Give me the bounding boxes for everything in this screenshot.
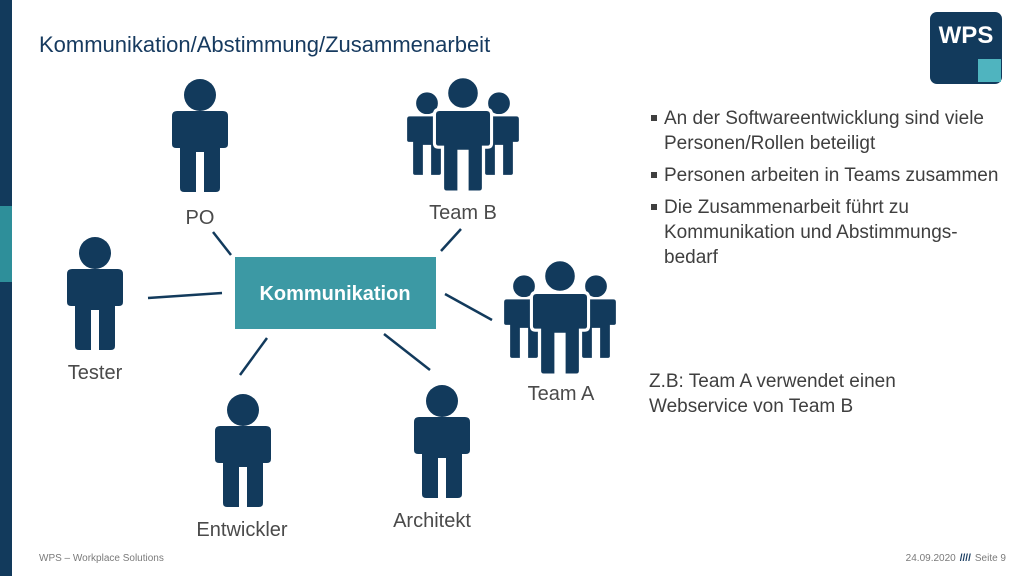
slide-title: Kommunikation/Abstimmung/Zusammenarbeit: [39, 32, 491, 57]
footer-company: WPS – Workplace Solutions: [39, 553, 164, 564]
bullet-item: Personen arbeiten in Teams zusammen: [649, 163, 1009, 188]
group-icon: [501, 258, 619, 377]
footer-page: Seite 9: [974, 553, 1006, 564]
left-accent-marker: [0, 206, 12, 282]
label-team-b: Team B: [429, 202, 497, 224]
person-icon: [215, 394, 271, 507]
bullet-item: An der Softwareentwicklung sind viele Pe…: [649, 106, 1009, 156]
person-icon: [414, 385, 470, 498]
bullet-list: An der Softwareentwicklung sind viele Pe…: [649, 106, 1009, 277]
logo-text: WPS: [939, 22, 994, 49]
person-icon: [172, 79, 228, 192]
label-entwickler: Entwickler: [196, 519, 287, 541]
label-architekt: Architekt: [393, 510, 471, 532]
label-team-a: Team A: [528, 383, 595, 405]
footer-separator: ////: [959, 553, 971, 564]
line-po: [212, 231, 232, 256]
connector-lines: [147, 228, 493, 376]
bullet-item: Die Zusammenarbeit führt zu Kommunikatio…: [649, 195, 1009, 270]
group-icon: [404, 75, 522, 194]
label-tester: Tester: [68, 362, 123, 384]
line-tester: [147, 291, 223, 300]
label-po: PO: [186, 207, 215, 229]
person-icon: [67, 237, 123, 350]
example-text: Z.B: Team A verwendet einen Webservice v…: [649, 371, 896, 417]
line-entwickler: [238, 337, 269, 376]
line-team-a: [444, 292, 493, 322]
line-team-b: [440, 228, 462, 252]
wps-logo: WPS: [930, 12, 1002, 84]
footer-date: 24.09.2020: [905, 553, 956, 564]
hub-box: [235, 257, 436, 329]
left-accent-bar: [0, 0, 12, 576]
footer-right: 24.09.2020////Seite 9: [906, 553, 1006, 564]
line-architekt: [383, 333, 431, 371]
hub-label: Kommunikation: [259, 283, 410, 305]
